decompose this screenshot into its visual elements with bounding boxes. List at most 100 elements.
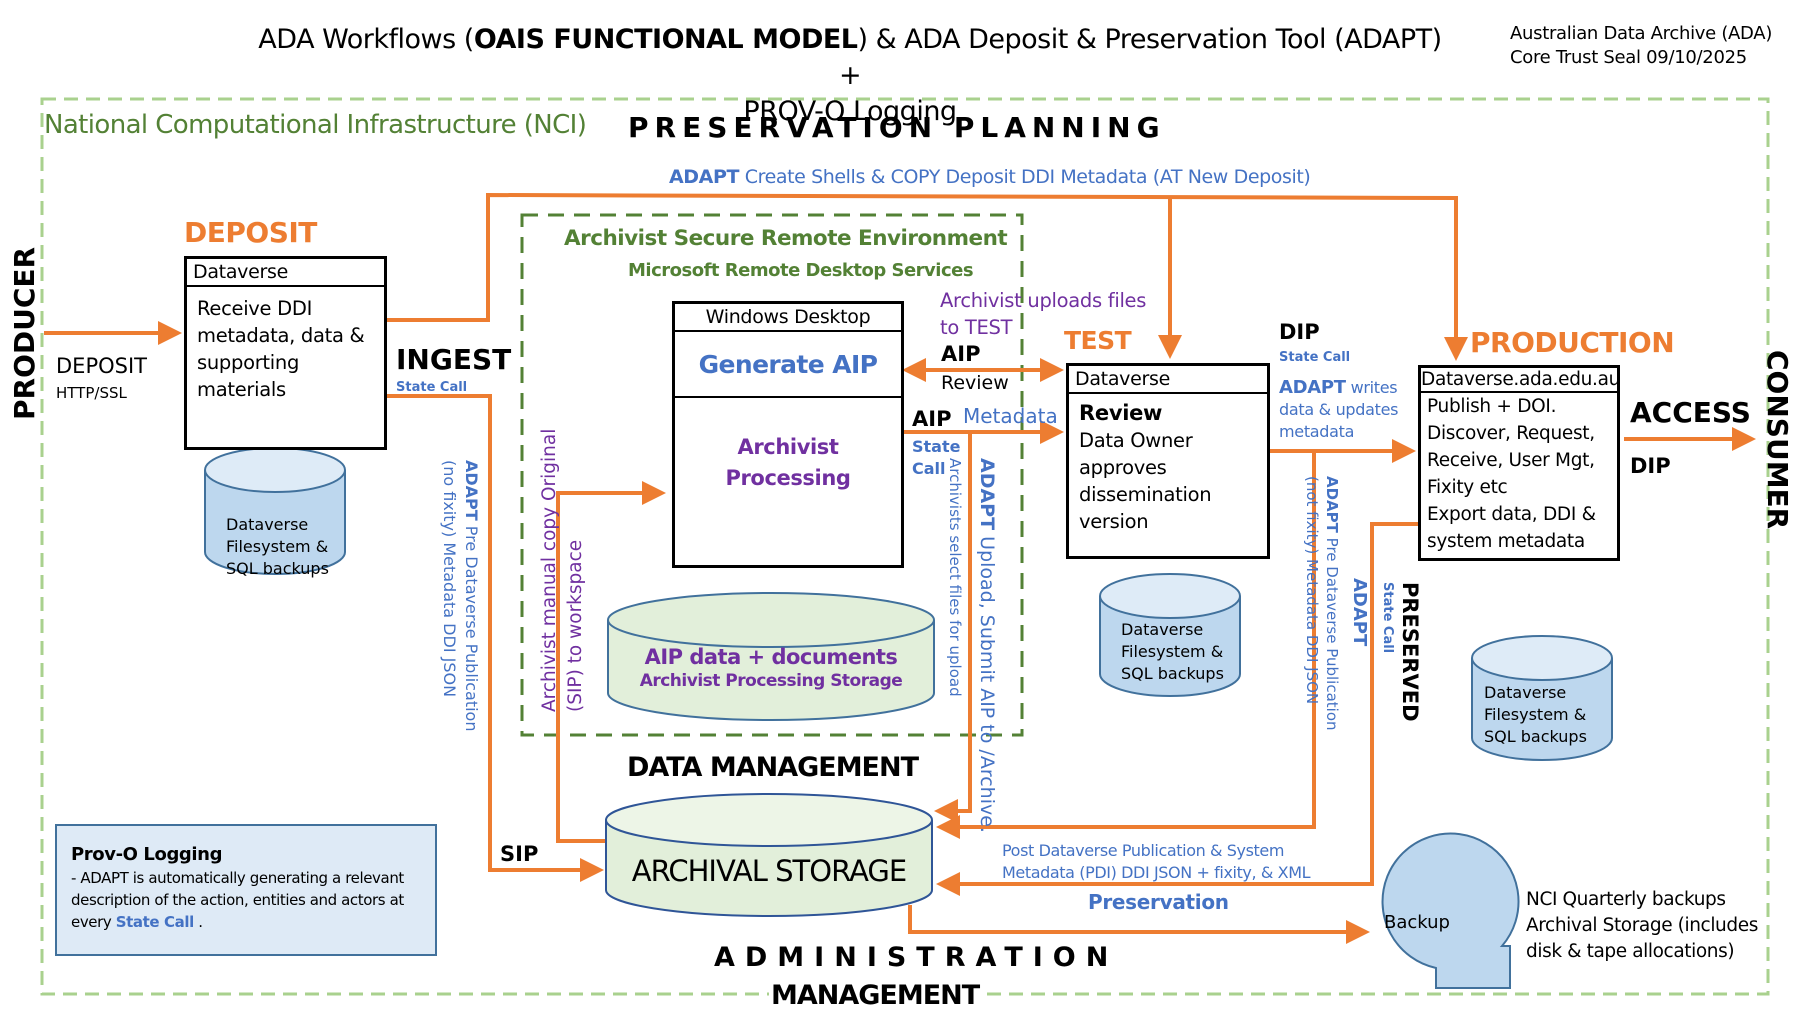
ingest-label: INGEST (396, 343, 512, 376)
adapt-bold: ADAPT (669, 166, 740, 188)
windows-desktop-header: Windows Desktop (675, 304, 901, 332)
deposit-storage-cylinder (204, 447, 346, 575)
pre-line: (not fixity) Metadata DDI JSON (1303, 476, 1321, 705)
title-suffix: ) & ADA Deposit & Preservation Tool (ADA… (838, 24, 1442, 91)
preservation-planning-label: PRESERVATION PLANNING (628, 111, 1166, 144)
test-body-line: Data Owner (1079, 429, 1193, 452)
dip-state-call: State Call (1279, 350, 1351, 365)
production-box-body: Publish + DOI. Discover, Request, Receiv… (1421, 393, 1617, 555)
deposit-box-body: Receive DDI metadata, data & supporting … (187, 287, 384, 411)
aip-metadata-aip: AIP (912, 407, 952, 431)
org-name: Australian Data Archive (ADA) (1510, 23, 1773, 44)
storage-line: SQL backups (1121, 664, 1224, 683)
adapt-upload-label: ADAPT Upload, Submit AIP to /Archive. (976, 458, 998, 833)
ingest-state-call: State Call (396, 380, 468, 395)
processing-line: Archivist (737, 435, 839, 459)
pre-line: Pre Dataverse Publication (1323, 532, 1341, 731)
storage-line: Filesystem & (226, 537, 329, 556)
test-box-body: Review Data Owner approves dissemination… (1069, 394, 1267, 543)
dip-line: metadata (1279, 422, 1355, 441)
adapt-bold: ADAPT (1323, 476, 1341, 533)
arrow-pre-publication-archival (936, 451, 1316, 839)
production-body-line: Export data, DDI & (1427, 504, 1596, 525)
deposit-heading: DEPOSIT (184, 216, 317, 249)
secure-env-title: Archivist Secure Remote Environment (564, 226, 1008, 251)
production-body-line: Publish + DOI. (1427, 396, 1557, 417)
archival-storage-cylinder (605, 793, 933, 917)
post-line: Metadata (PDI) DDI JSON + fixity, & XML (1002, 863, 1311, 882)
sip-label: SIP (500, 842, 539, 866)
create-shells-text: Create Shells & COPY Deposit DDI Metadat… (739, 166, 1311, 188)
data-management-label: DATA MANAGEMENT (627, 752, 919, 783)
test-box-header: Dataverse (1069, 366, 1267, 394)
secure-env-boundary (520, 213, 1024, 737)
provo-description: - ADAPT is automatically generating a re… (71, 867, 421, 933)
upload-text: Upload, Submit AIP to /Archive. (976, 530, 998, 833)
uploads-line: Archivist uploads files (940, 289, 1147, 312)
deposit-body-line: materials (197, 378, 286, 401)
aip-review-label: Review (941, 372, 1009, 394)
preserved-label: PRESERVED (1398, 582, 1422, 722)
dip-label: DIP (1279, 320, 1320, 344)
storage-line: SQL backups (226, 559, 329, 578)
test-storage-cylinder (1099, 573, 1241, 697)
backup-line: Archival Storage (includes (1526, 915, 1758, 936)
archivist-processing: Archivist Processing (675, 398, 901, 494)
uploads-to-test-label: Archivist uploads files to TEST (940, 287, 1146, 341)
administration-management-label: MANAGEMENT (769, 980, 982, 1011)
archival-storage-label: ARCHIVAL STORAGE (631, 854, 907, 888)
test-body-line: version (1079, 510, 1149, 533)
storage-line: Filesystem & (1484, 705, 1587, 724)
preserved-state-call: State Call (1380, 582, 1395, 654)
archivist-copy-label: Archivist manual copy Original (SIP) to … (537, 429, 589, 712)
state-word: State (912, 437, 961, 456)
nci-label: National Computational Infrastructure (N… (44, 110, 587, 140)
storage-line: Dataverse (1484, 683, 1567, 702)
adapt-bold: ADAPT (1279, 377, 1346, 398)
administration-label: ADMINISTRATION (714, 942, 1119, 973)
title-line2: PROV-O Logging (743, 96, 957, 127)
adapt-bold: ADAPT (976, 458, 998, 531)
production-heading: PRODUCTION (1470, 326, 1675, 359)
backup-line: disk & tape allocations) (1526, 941, 1735, 962)
aip-storage-line2: Archivist Processing Storage (639, 671, 903, 691)
provo-desc-suffix: . (193, 913, 203, 931)
storage-line: Dataverse (226, 515, 309, 534)
production-body-line: Fixity etc (1427, 477, 1508, 498)
adapt-bold: ADAPT (462, 460, 481, 521)
test-review: Review (1079, 401, 1163, 425)
title-prefix: ADA Workflows ( (258, 24, 474, 55)
test-body-line: approves (1079, 456, 1167, 479)
deposit-storage-label: Dataverse Filesystem & SQL backups (226, 514, 329, 580)
storage-line: Dataverse (1121, 620, 1204, 639)
arrow-upload-archive (934, 432, 972, 823)
production-storage-label: Dataverse Filesystem & SQL backups (1484, 682, 1587, 748)
deposit-protocol: HTTP/SSL (56, 384, 127, 402)
copy-line: Archivist manual copy Original (539, 428, 560, 712)
deposit-body-line: metadata, data & (197, 324, 365, 347)
arrow-adapt-create-shells (387, 192, 1468, 361)
production-box-header: Dataverse.ada.edu.au (1421, 368, 1620, 393)
archivists-select-files: Archivists select files for upload (946, 458, 964, 697)
preserved-adapt: ADAPT (1349, 578, 1370, 647)
aip-review-aip: AIP (941, 342, 981, 366)
adapt-line: Pre Dataverse Publication (462, 520, 481, 732)
provo-desc-text: - ADAPT is automatically generating a re… (71, 869, 404, 931)
aip-storage-label: AIP data + documents Archivist Processin… (608, 645, 934, 691)
org-info: Australian Data Archive (ADA) Core Trust… (1510, 22, 1772, 70)
production-body-line: Discover, Request, (1427, 423, 1595, 444)
consumer-label: CONSUMER (1761, 350, 1794, 530)
backup-line: NCI Quarterly backups (1526, 889, 1726, 910)
deposit-body-line: supporting (197, 351, 300, 374)
producer-label: PRODUCER (8, 246, 41, 420)
generate-aip: Generate AIP (675, 332, 901, 398)
dip-adapt-writes: ADAPT writes data & updates metadata (1279, 377, 1399, 443)
test-body-line: dissemination (1079, 483, 1212, 506)
secure-env-subtitle: Microsoft Remote Desktop Services (628, 260, 974, 281)
ingest-adapt-label: ADAPT Pre Dataverse Publication (no fixi… (438, 460, 482, 731)
title-bold: OAIS FUNCTIONAL MODEL (473, 24, 858, 55)
deposit-box-header: Dataverse (187, 259, 384, 287)
provo-title: Prov-O Logging (71, 844, 223, 865)
processing-line: Processing (725, 466, 851, 490)
